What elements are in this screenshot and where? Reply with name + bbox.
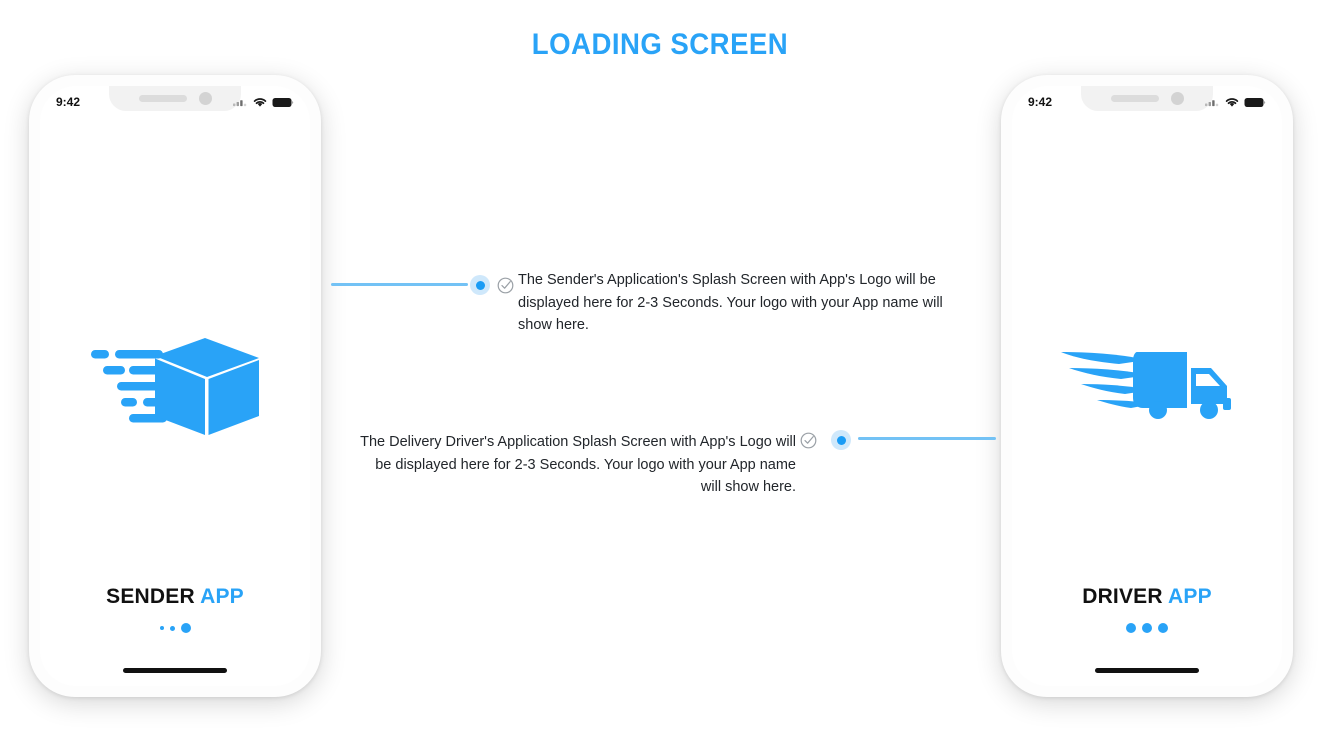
loading-dot: [1126, 623, 1136, 633]
brand-accent-text: APP: [200, 585, 244, 608]
annotation-text-sender: The Sender's Application's Splash Screen…: [518, 272, 943, 333]
loading-dot: [180, 623, 191, 633]
battery-icon: [272, 97, 294, 107]
annotation-connector-line-sender: [331, 283, 468, 286]
loading-dot: [1142, 623, 1152, 633]
front-camera-icon: [1170, 92, 1184, 105]
signal-icon: [1205, 100, 1219, 107]
phone-screen-driver: 9:42: [1012, 86, 1282, 686]
loading-dot: [1158, 623, 1168, 633]
annotation-text-driver: The Delivery Driver's Application Splash…: [360, 434, 796, 495]
status-time: 9:42: [1028, 95, 1053, 109]
brand-accent-text: APP: [1168, 585, 1212, 608]
battery-icon: [1244, 97, 1266, 107]
bullet-dot-icon: [470, 275, 490, 295]
bullet-dot-icon: [831, 430, 851, 450]
brand-primary-text: SENDER: [106, 585, 195, 608]
status-time: 9:42: [56, 95, 81, 109]
front-camera-icon: [198, 92, 212, 105]
loading-dot: [169, 625, 175, 631]
status-icons: [1205, 97, 1266, 108]
splash-logo-sender: [40, 86, 310, 686]
loading-dots-sender: [40, 622, 310, 634]
loading-dot: [159, 626, 164, 630]
phone-mockup-driver: 9:42: [1001, 75, 1293, 697]
flying-package-box-icon: [91, 338, 259, 435]
annotation-connector-line-driver: [858, 437, 996, 440]
phone-mockup-sender: 9:42: [29, 75, 321, 697]
phone-notch: [109, 86, 241, 111]
brand-block-driver: DRIVER APP: [1012, 585, 1282, 634]
brand-name-sender: SENDER APP: [40, 585, 310, 609]
home-indicator[interactable]: [123, 668, 227, 673]
status-icons: [233, 97, 294, 108]
brand-block-sender: SENDER APP: [40, 585, 310, 634]
splash-logo-driver: [1012, 86, 1282, 686]
brand-primary-text: DRIVER: [1082, 585, 1163, 608]
phone-screen-sender: 9:42: [40, 86, 310, 686]
page-title: LOADING SCREEN: [531, 28, 789, 61]
check-circle-icon: [497, 277, 514, 294]
brand-name-driver: DRIVER APP: [1012, 585, 1282, 609]
check-circle-icon: [800, 432, 817, 449]
speaker-grill-icon: [1110, 95, 1159, 102]
wifi-icon: [1225, 97, 1239, 107]
speaker-grill-icon: [138, 95, 187, 102]
winged-delivery-truck-icon: [1061, 352, 1231, 419]
wifi-icon: [253, 97, 267, 107]
status-bar-sender: 9:42: [40, 86, 310, 116]
home-indicator[interactable]: [1095, 668, 1199, 673]
phone-notch: [1081, 86, 1213, 111]
signal-icon: [233, 100, 247, 107]
status-bar-driver: 9:42: [1012, 86, 1282, 116]
loading-dots-driver: [1012, 622, 1282, 634]
